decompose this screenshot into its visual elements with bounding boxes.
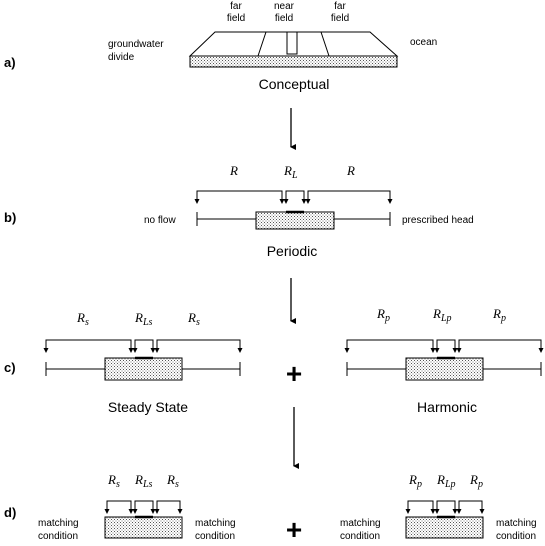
matching-mid-right-2: condition	[340, 531, 380, 542]
aquifer-block	[189, 55, 398, 68]
rs-left-d: Rs	[107, 472, 120, 490]
ocean-label: ocean	[410, 37, 437, 48]
harmonic-near-block	[405, 516, 484, 539]
steady-near-field-model: Rs RLs Rs matching condition matching co…	[38, 472, 236, 542]
zone-divider-right	[320, 31, 330, 57]
rls-label: RLs	[134, 310, 153, 328]
prescribed-head-label: prescribed head	[402, 215, 474, 226]
panel-letter-d: d)	[4, 505, 16, 520]
near-field-label-2: field	[275, 13, 293, 24]
matching-right-1: matching	[496, 518, 537, 529]
steady-block	[104, 357, 183, 381]
harmonic-near-field-model: Rp RLp Rp matching condition matching co…	[340, 472, 537, 542]
groundwater-label-2: divide	[108, 52, 135, 63]
matching-mid-right-1: matching	[340, 518, 381, 529]
r-right-label: R	[346, 163, 355, 178]
rs-right-d: Rs	[166, 472, 179, 490]
rp-left-d: Rp	[408, 472, 422, 490]
panel-letter-c: c)	[4, 360, 16, 375]
far-field-right-label-1: far	[334, 1, 346, 12]
rp-right-d: Rp	[469, 472, 483, 490]
near-field-label-1: near	[274, 1, 295, 12]
panel-b: b) R RL R no flow prescribed head Period…	[4, 163, 474, 259]
rp-left-label: Rp	[376, 306, 390, 324]
panel-letter-b: b)	[4, 210, 16, 225]
steady-near-block	[104, 516, 183, 539]
matching-mid-left-2: condition	[195, 531, 235, 542]
panel-c: c) Rs RLs Rs Steady State +	[4, 306, 544, 415]
rlp-label: RLp	[432, 306, 452, 324]
zone-divider-left	[257, 31, 267, 57]
rs-left-label: Rs	[76, 310, 89, 328]
steady-state-caption: Steady State	[108, 399, 188, 415]
periodic-caption: Periodic	[267, 243, 318, 259]
matching-right-2: condition	[496, 531, 536, 542]
harmonic-caption: Harmonic	[417, 399, 477, 415]
steady-state-model: Rs RLs Rs Steady State	[43, 310, 243, 415]
matching-left-1: matching	[38, 518, 79, 529]
plus-sign-c: +	[286, 358, 302, 389]
bracket-r-left	[196, 190, 283, 199]
no-flow-label: no flow	[144, 215, 176, 226]
rl-label: RL	[283, 163, 298, 181]
near-field-feature	[286, 31, 298, 55]
rls-d: RLs	[134, 472, 153, 490]
harmonic-model: Rp RLp Rp Harmonic	[344, 306, 544, 415]
plus-sign-d: +	[286, 514, 302, 545]
rp-right-label: Rp	[492, 306, 506, 324]
rlp-d: RLp	[436, 472, 456, 490]
conceptual-caption: Conceptual	[259, 76, 330, 92]
rs-right-label: Rs	[187, 310, 200, 328]
matching-mid-left-1: matching	[195, 518, 236, 529]
harmonic-block	[405, 357, 484, 381]
far-field-left-label-1: far	[230, 1, 242, 12]
r-left-label: R	[229, 163, 238, 178]
bracket-rl	[285, 190, 305, 199]
matching-left-2: condition	[38, 531, 78, 542]
panel-a: a) far field near field far field ground…	[4, 1, 437, 92]
bracket-r-right	[307, 190, 391, 199]
periodic-block	[255, 211, 335, 230]
panel-letter-a: a)	[4, 55, 16, 70]
panel-d: d) Rs RLs Rs matching condition matching…	[4, 472, 537, 545]
far-field-left-label-2: field	[227, 13, 245, 24]
far-field-right-label-2: field	[331, 13, 349, 24]
groundwater-label-1: groundwater	[108, 39, 164, 50]
